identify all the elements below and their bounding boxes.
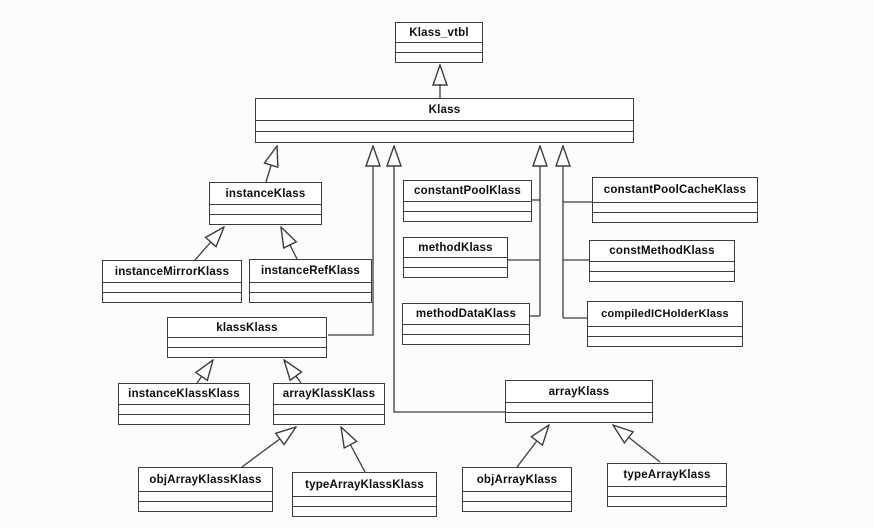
class-name: objArrayKlassKlass xyxy=(149,473,262,486)
class-box-constantpoolklass: constantPoolKlass xyxy=(403,180,532,222)
class-name: instanceKlass xyxy=(225,187,306,200)
methods-compartment xyxy=(119,414,249,424)
class-name: arrayKlass xyxy=(548,385,610,398)
methods-compartment xyxy=(274,414,384,424)
fields-compartment xyxy=(404,257,507,267)
edge-objarrayklass-to-arrayklass xyxy=(516,425,549,468)
class-box-constantpoolcacheklass: constantPoolCacheKlass xyxy=(592,177,758,223)
methods-compartment xyxy=(506,412,652,422)
class-name: constantPoolKlass xyxy=(414,185,521,197)
edge-objarrayklassklass-to-arrayklassklass xyxy=(241,427,296,468)
class-name: constantPoolCacheKlass xyxy=(603,184,747,196)
class-name: klassKlass xyxy=(216,321,278,334)
class-box-arrayklassklass: arrayKlassKlass xyxy=(273,383,385,425)
methods-compartment xyxy=(403,334,529,344)
methods-compartment xyxy=(293,506,436,516)
class-box-typearrayklassklass: typeArrayKlassKlass xyxy=(292,472,437,517)
class-box-klass: Klass xyxy=(255,98,634,143)
edge-instancerefklass-to-instanceklass xyxy=(281,227,298,260)
class-name: typeArrayKlass xyxy=(623,469,711,481)
class-box-objarrayklass: objArrayKlass xyxy=(462,467,572,512)
class-box-constmethodklass: constMethodKlass xyxy=(589,240,735,282)
edge-instanceklassklass-to-klassklass xyxy=(197,360,213,384)
fields-compartment xyxy=(210,204,321,214)
fields-compartment xyxy=(463,491,571,501)
methods-compartment xyxy=(593,212,757,222)
edge-instancemirrorklass-to-instanceklass xyxy=(194,227,224,261)
fields-compartment xyxy=(403,324,529,334)
methods-compartment xyxy=(250,292,371,302)
methods-compartment xyxy=(168,347,326,357)
class-box-methodklass: methodKlass xyxy=(403,237,508,278)
fields-compartment xyxy=(590,261,734,271)
class-box-methoddataklass: methodDataKlass xyxy=(402,303,530,345)
edge-typearrayklassklass-to-arrayklassklass xyxy=(341,427,366,473)
class-box-instanceklassklass: instanceKlassKlass xyxy=(118,383,250,425)
methods-compartment xyxy=(588,336,742,346)
class-box-typearrayklass: typeArrayKlass xyxy=(607,463,727,507)
fields-compartment xyxy=(293,496,436,506)
fields-compartment xyxy=(103,282,241,292)
fields-compartment xyxy=(256,120,633,131)
methods-compartment xyxy=(463,501,571,511)
methods-compartment xyxy=(404,211,531,221)
methods-compartment xyxy=(103,292,241,302)
class-name: methodKlass xyxy=(418,241,493,254)
class-name: typeArrayKlassKlass xyxy=(305,478,424,491)
fields-compartment xyxy=(593,202,757,212)
class-box-instancemirrorklass: instanceMirrorKlass xyxy=(102,260,242,303)
fields-compartment xyxy=(139,491,272,501)
edge-instanceklass-to-klass xyxy=(266,146,277,183)
class-box-klassklass: klassKlass xyxy=(167,317,327,358)
fields-compartment xyxy=(506,402,652,412)
fields-compartment xyxy=(588,326,742,336)
fields-compartment xyxy=(608,486,726,496)
fields-compartment xyxy=(168,337,326,347)
class-name: compiledICHolderKlass xyxy=(601,308,729,320)
methods-compartment xyxy=(256,131,633,142)
class-box-klass-vtbl: Klass_vtbl xyxy=(395,22,483,63)
fields-compartment xyxy=(119,404,249,414)
class-box-instanceklass: instanceKlass xyxy=(209,182,322,225)
class-name: methodDataKlass xyxy=(415,308,517,320)
class-box-instancerefklass: instanceRefKlass xyxy=(249,259,372,303)
class-name: instanceMirrorKlass xyxy=(114,265,230,278)
methods-compartment xyxy=(210,214,321,224)
edge-klassklass-to-klass xyxy=(328,146,373,336)
fields-compartment xyxy=(274,404,384,414)
class-box-arrayklass: arrayKlass xyxy=(505,380,653,423)
methods-compartment xyxy=(396,52,482,62)
methods-compartment xyxy=(404,267,507,277)
methods-compartment xyxy=(590,271,734,281)
class-name: Klass_vtbl xyxy=(409,26,469,39)
fields-compartment xyxy=(396,42,482,52)
class-name: constMethodKlass xyxy=(609,245,715,257)
edge-arrayklass-to-klass xyxy=(394,146,505,413)
class-name: arrayKlassKlass xyxy=(282,388,376,400)
edge-arrayklassklass-to-klassklass xyxy=(284,360,301,384)
class-name: Klass xyxy=(428,103,461,116)
methods-compartment xyxy=(608,496,726,506)
class-box-objarrayklassklass: objArrayKlassKlass xyxy=(138,467,273,512)
fields-compartment xyxy=(250,282,371,292)
methods-compartment xyxy=(139,501,272,511)
class-box-compiledicholderklass: compiledICHolderKlass xyxy=(587,301,743,347)
edge-typearrayklass-to-arrayklass xyxy=(613,425,661,463)
class-name: instanceRefKlass xyxy=(260,265,361,277)
class-name: objArrayKlass xyxy=(476,473,558,486)
fields-compartment xyxy=(404,201,531,211)
class-name: instanceKlassKlass xyxy=(128,388,240,400)
